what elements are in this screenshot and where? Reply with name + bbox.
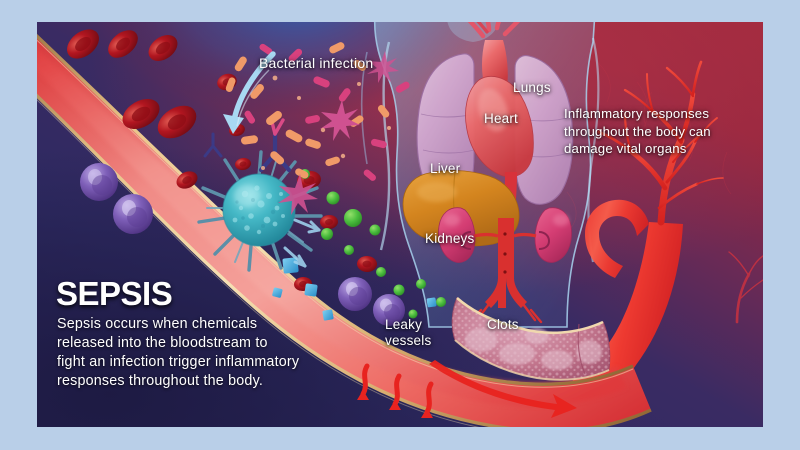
vessel-contents	[67, 29, 466, 326]
main-blood-vessel	[37, 29, 652, 427]
bacteria-cluster	[225, 42, 410, 215]
white-blood-cell	[197, 150, 323, 272]
bacteria-star-forms	[278, 51, 399, 215]
infection-entry-arrow-highlight	[236, 69, 270, 127]
clot-cutaway	[451, 297, 611, 381]
red-blood-cells	[67, 29, 377, 292]
lungs-graphic	[416, 53, 574, 205]
illustration-canvas	[37, 22, 763, 427]
antibody-icon-secondary	[203, 132, 223, 158]
leaky-vessel-arrows	[360, 363, 434, 415]
leaky-vessel-arrowheads	[357, 390, 433, 418]
kidneys-graphic	[438, 207, 572, 324]
blood-flow-arrow	[429, 360, 577, 418]
sepsis-illustration: SEPSIS Sepsis occurs when chemicals rele…	[37, 22, 763, 427]
cytokine-flow-arrows	[283, 218, 321, 268]
lymphocytes	[80, 163, 405, 326]
